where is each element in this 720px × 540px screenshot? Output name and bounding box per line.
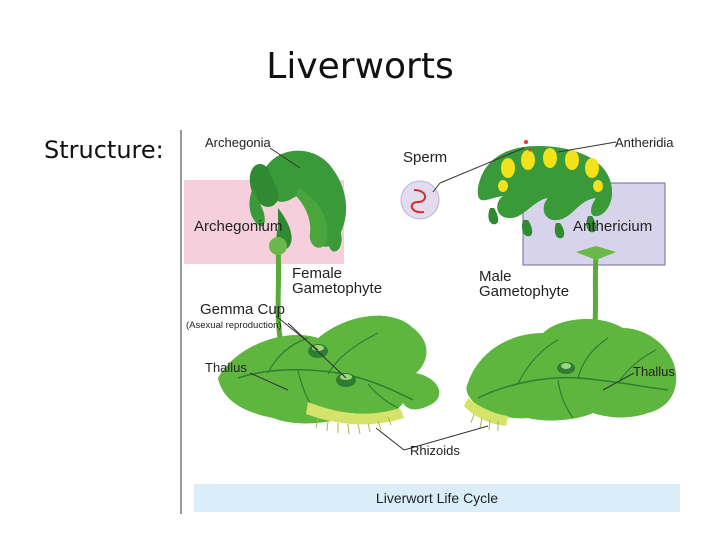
female-archegoniophore — [249, 150, 347, 339]
label-thallus-right: Thallus — [633, 364, 675, 379]
label-antheridia: Antheridia — [615, 135, 674, 150]
male-antheridiophore — [477, 140, 616, 349]
label-anthericium: Anthericium — [573, 218, 653, 235]
label-female-gametophyte: Female Gametophyte — [292, 265, 383, 297]
structure-label: Structure: — [44, 136, 164, 164]
female-thallus — [218, 315, 440, 435]
sperm-illustration — [400, 180, 440, 220]
liverwort-illustration — [180, 130, 677, 514]
leader-lines — [249, 141, 635, 451]
label-male-gametophyte: Male Gametophyte — [479, 268, 570, 300]
slide-title: Liverworts — [266, 46, 454, 87]
label-thallus-left: Thallus — [205, 360, 247, 375]
male-thallus — [464, 318, 677, 431]
label-sperm: Sperm — [403, 149, 448, 166]
liverwort-diagram: Archegonia Sperm Antheridia Archegonium … — [178, 128, 684, 516]
label-asexual-reproduction: (Asexual reproduction) — [186, 320, 282, 331]
label-archegonia: Archegonia — [205, 135, 271, 150]
label-gemma-cup: Gemma Cup — [200, 301, 286, 318]
label-rhizoids: Rhizoids — [410, 443, 460, 458]
label-archegonium: Archegonium — [194, 218, 283, 235]
diagram-caption: Liverwort Life Cycle — [194, 484, 680, 512]
